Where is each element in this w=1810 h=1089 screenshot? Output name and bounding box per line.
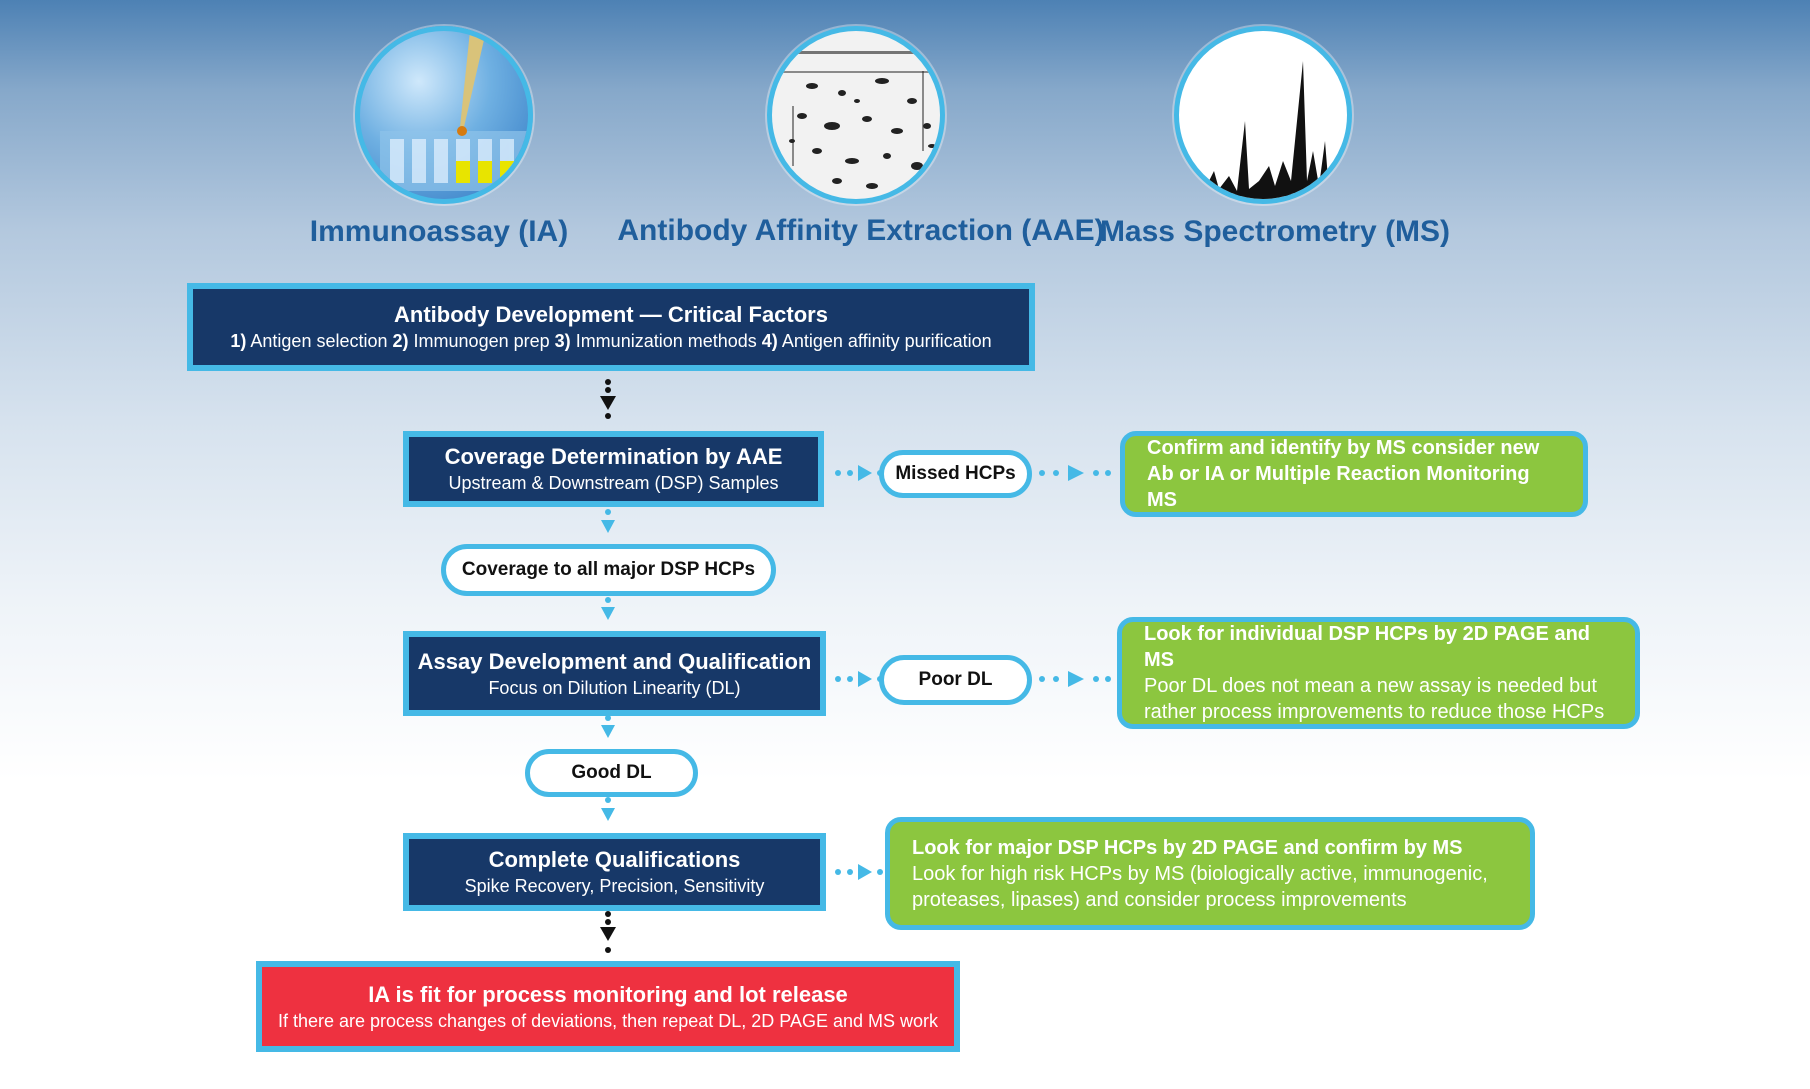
method-title-ms: Mass Spectrometry (MS) bbox=[1099, 215, 1451, 248]
immunoassay-image bbox=[355, 26, 533, 204]
assay-development-box: Assay Development and Qualification Focu… bbox=[403, 631, 826, 716]
vertical-blue-arrows bbox=[601, 509, 615, 821]
coverage-subtitle: Upstream & Downstream (DSP) Samples bbox=[448, 473, 779, 493]
method-title-aae: Antibody Affinity Extraction (AAE) bbox=[617, 214, 1105, 247]
coverage-determination-box: Coverage Determination by AAE Upstream &… bbox=[403, 431, 824, 507]
missed-line-1: Confirm and identify by MS consider new bbox=[1147, 437, 1540, 459]
coverage-major-hcps-pill: Coverage to all major DSP HCPs bbox=[441, 544, 776, 596]
arrow-antibody-to-coverage bbox=[600, 379, 616, 419]
coverage-title: Coverage Determination by AAE bbox=[444, 444, 783, 469]
pipette-plate-icon bbox=[380, 31, 528, 191]
poor-line-2: rather process improvements to reduce th… bbox=[1144, 701, 1605, 723]
horizontal-blue-arrows bbox=[835, 465, 1111, 880]
missed-hcps-action-box: Confirm and identify by MS consider new … bbox=[1120, 431, 1588, 517]
final-subtitle: If there are process changes of deviatio… bbox=[277, 1010, 938, 1031]
poor-title: Look for individual DSP HCPs by 2D PAGE … bbox=[1144, 623, 1590, 671]
aae-image bbox=[767, 26, 945, 204]
method-title-ia: Immunoassay (IA) bbox=[309, 215, 569, 248]
major-line-1: Look for high risk HCPs by MS (biologica… bbox=[912, 862, 1488, 885]
complete-qualifications-box: Complete Qualifications Spike Recovery, … bbox=[403, 833, 826, 911]
major-line-2: proteases, lipases) and consider process… bbox=[912, 888, 1407, 911]
poor-dl-pill: Poor DL bbox=[879, 655, 1032, 705]
complete-subtitle: Spike Recovery, Precision, Sensitivity bbox=[464, 876, 765, 896]
good-dl-pill: Good DL bbox=[525, 749, 698, 797]
complete-title: Complete Qualifications bbox=[488, 847, 741, 872]
assay-title: Assay Development and Qualification bbox=[417, 648, 812, 674]
antibody-development-box: Antibody Development — Critical Factors … bbox=[187, 283, 1035, 371]
poor-line-1: Poor DL does not mean a new assay is nee… bbox=[1144, 675, 1597, 697]
2d-gel-icon bbox=[772, 51, 940, 189]
mass-spectrum-icon bbox=[1179, 61, 1347, 199]
assay-subtitle: Focus on Dilution Linearity (DL) bbox=[488, 677, 741, 698]
missed-hcps-pill: Missed HCPs bbox=[879, 450, 1032, 498]
missed-line-2: Ab or IA or Multiple Reaction Monitoring… bbox=[1147, 463, 1530, 511]
final-result-box: IA is fit for process monitoring and lot… bbox=[256, 961, 960, 1052]
final-title: IA is fit for process monitoring and lot… bbox=[368, 981, 848, 1007]
antibody-development-title: Antibody Development — Critical Factors bbox=[394, 302, 828, 327]
antibody-factors: 1) Antigen selection 2) Immunogen prep 3… bbox=[230, 331, 992, 351]
arrow-complete-to-final bbox=[600, 911, 616, 953]
major-hcps-action-box: Look for major DSP HCPs by 2D PAGE and c… bbox=[885, 817, 1535, 930]
ms-image bbox=[1174, 26, 1352, 204]
major-title: Look for major DSP HCPs by 2D PAGE and c… bbox=[912, 836, 1463, 859]
poor-dl-action-box: Look for individual DSP HCPs by 2D PAGE … bbox=[1117, 617, 1640, 729]
